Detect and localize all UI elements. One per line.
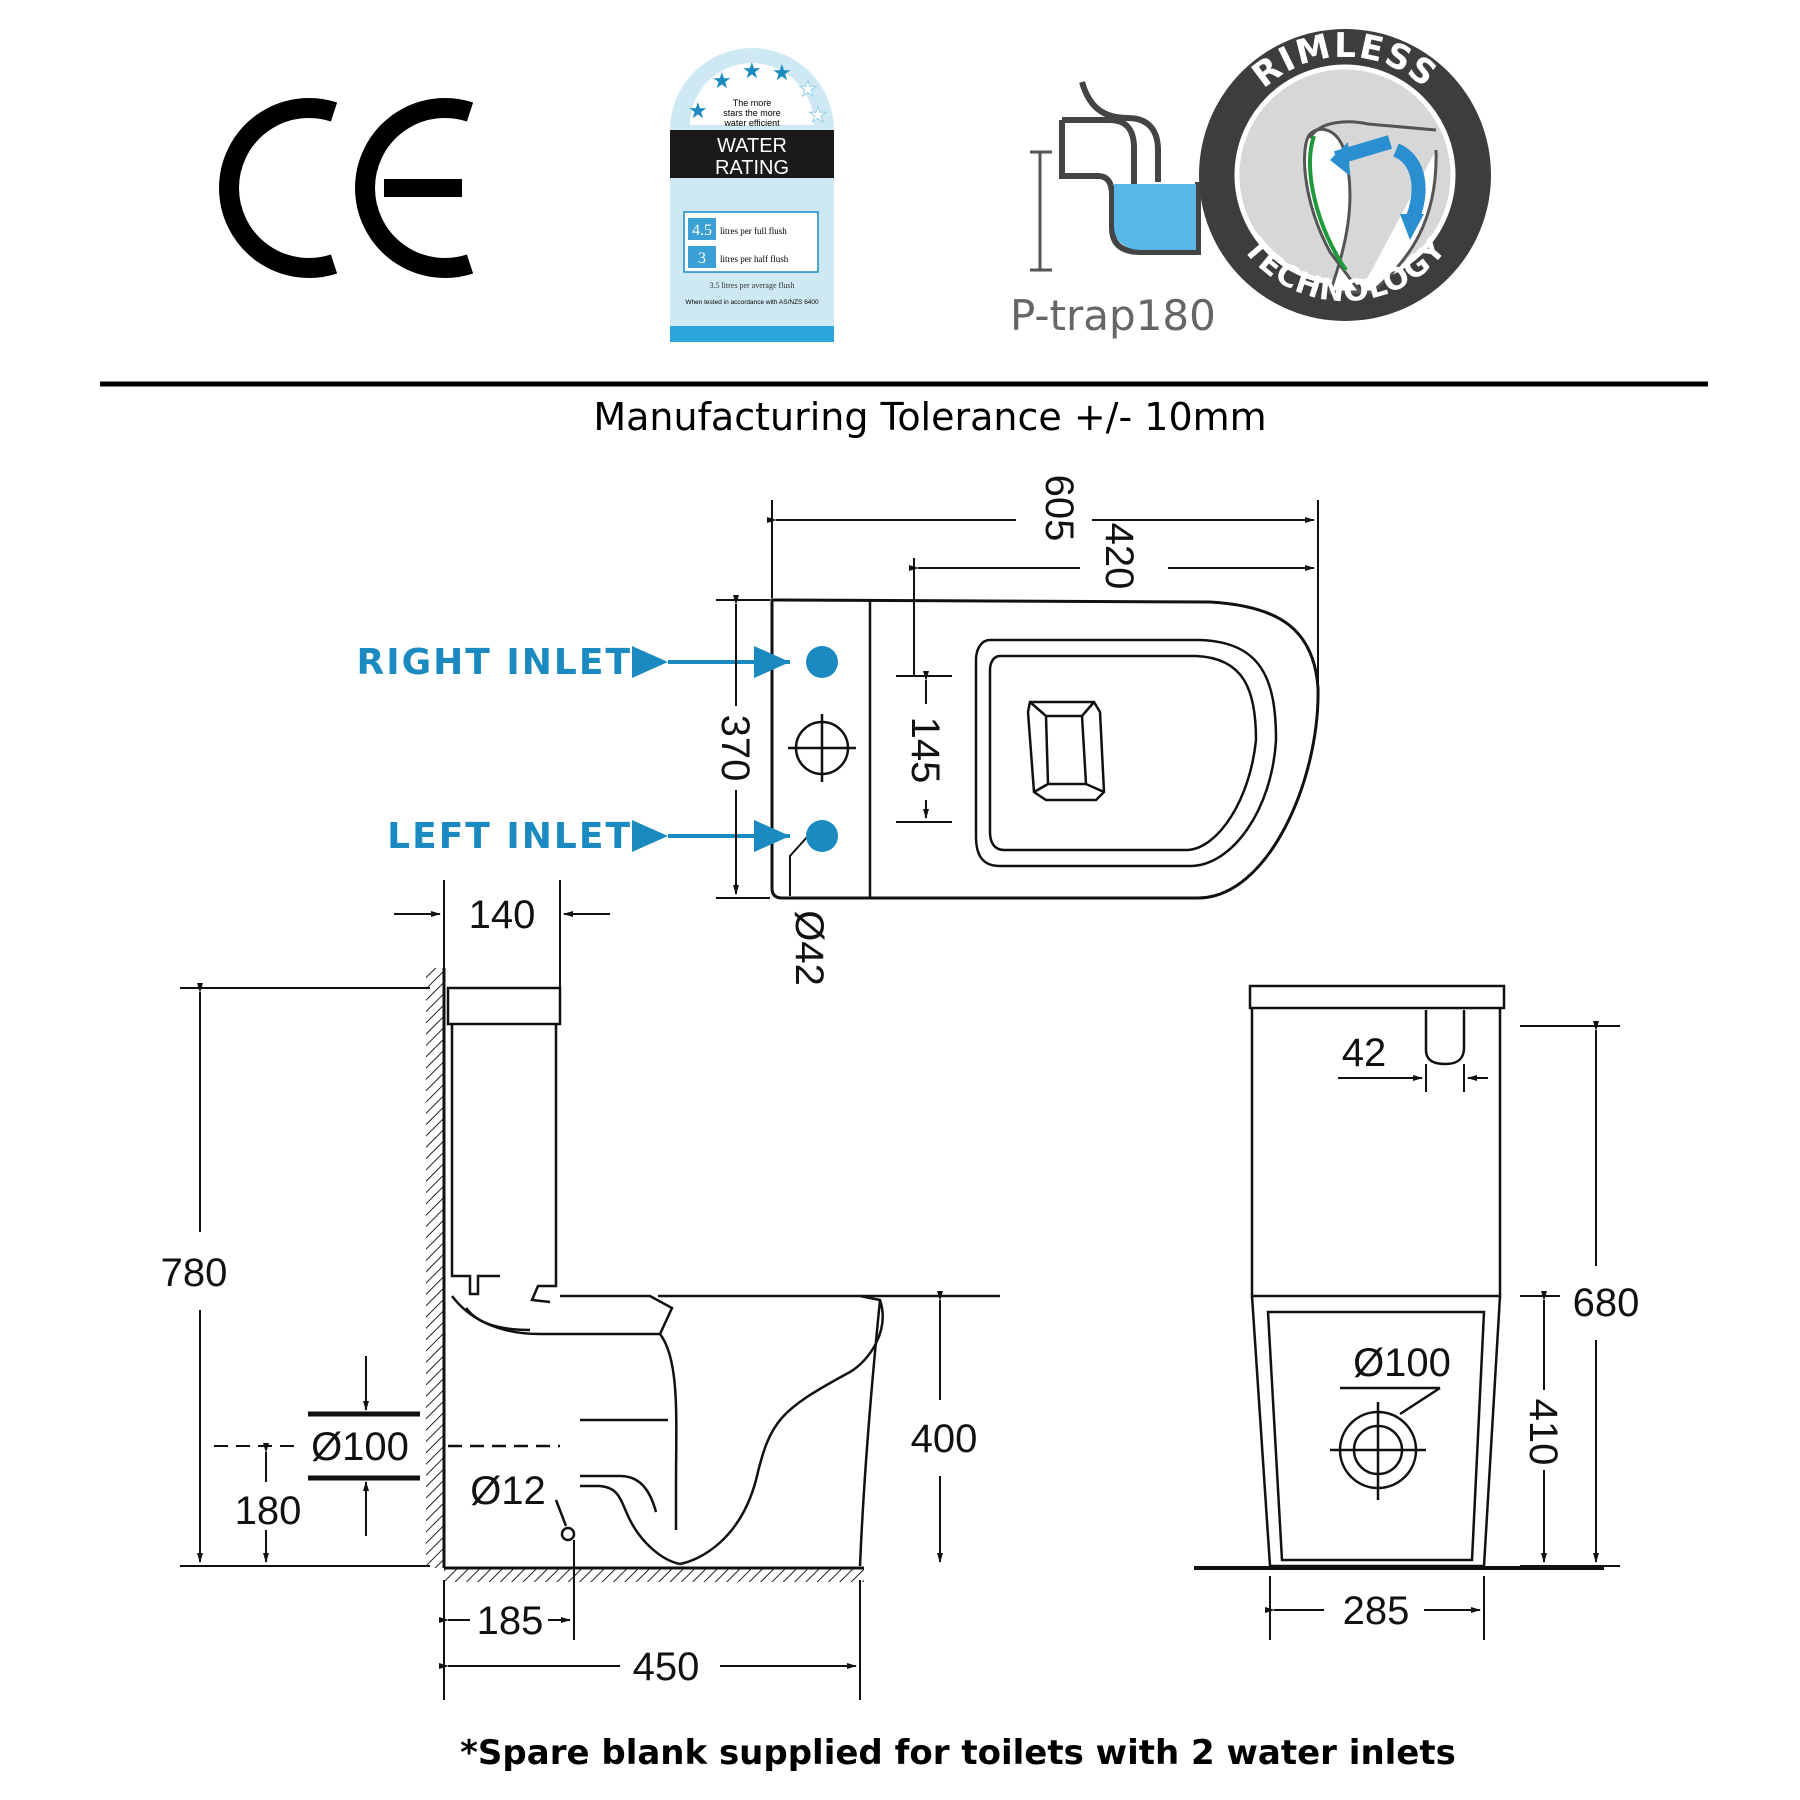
water-rating-title-1: WATER (717, 135, 787, 157)
water-rating-title-2: RATING (715, 157, 789, 179)
half-flush-label: litres per half flush (720, 254, 789, 264)
dim-100-diameter-side: Ø100 (311, 1425, 409, 1469)
dim-780: 780 (161, 1251, 228, 1295)
dim-185: 185 (477, 1599, 544, 1643)
dim-42-front: 42 (1342, 1031, 1387, 1075)
ce-mark (219, 98, 474, 278)
front-view (1194, 984, 1604, 1570)
dim-605: 605 (1037, 475, 1081, 542)
plan-view (770, 598, 1320, 900)
dim-400: 400 (911, 1417, 978, 1461)
dim-140: 140 (469, 893, 536, 937)
water-rating-caption-3: water efficient (723, 118, 780, 128)
tolerance-label: Manufacturing Tolerance +/- 10mm (593, 395, 1266, 439)
star-icon: ★ (712, 68, 732, 93)
water-rating-caption-1: The more (733, 98, 772, 108)
side-dimensions (180, 880, 943, 1700)
dim-42-diameter: Ø42 (787, 910, 831, 986)
dim-370: 370 (713, 715, 757, 782)
water-rating-caption-2: stars the more (723, 108, 781, 118)
dim-450: 450 (633, 1645, 700, 1689)
dim-100-diameter-front: Ø100 (1353, 1341, 1451, 1385)
left-inlet-label: LEFT INLET (387, 816, 632, 857)
dim-285: 285 (1343, 1589, 1410, 1633)
half-flush-value: 3 (698, 250, 706, 267)
dim-180: 180 (235, 1489, 302, 1533)
star-icon: ★ (808, 102, 828, 127)
full-flush-label: litres per full flush (720, 226, 787, 236)
water-rating-badge: ★ ★ ★ ★ ★ ★ The more stars the more wate… (670, 48, 834, 342)
side-view (446, 986, 1000, 1567)
dim-420: 420 (1097, 523, 1141, 590)
right-inlet-hole (806, 646, 838, 678)
plan-dimensions (716, 500, 1319, 899)
star-icon: ★ (688, 98, 708, 123)
dim-410: 410 (1521, 1399, 1565, 1466)
right-inlet-label: RIGHT INLET (357, 642, 633, 683)
dim-145: 145 (903, 717, 947, 784)
footnote: *Spare blank supplied for toilets with 2… (460, 1733, 1456, 1773)
rimless-badge: RIMLESS TECHNOLOGY (1199, 26, 1491, 321)
wall-hatch (426, 968, 444, 1568)
star-icon: ★ (742, 58, 762, 83)
dim-680: 680 (1573, 1281, 1640, 1325)
star-icon: ★ (772, 60, 792, 85)
floor-hatch (444, 1568, 864, 1582)
star-icon: ★ (798, 76, 818, 101)
standard-label: When tested in accordance with AS/NZS 64… (685, 299, 819, 306)
dim-12-diameter: Ø12 (470, 1469, 546, 1513)
front-dimensions (1265, 1021, 1620, 1640)
left-inlet-hole (806, 820, 838, 852)
average-flush-label: 3.5 litres per average flush (709, 281, 794, 290)
ptrap-label: P-trap180 (1010, 291, 1216, 340)
ptrap-badge: P-trap180 (1010, 81, 1216, 340)
full-flush-value: 4.5 (692, 222, 712, 239)
